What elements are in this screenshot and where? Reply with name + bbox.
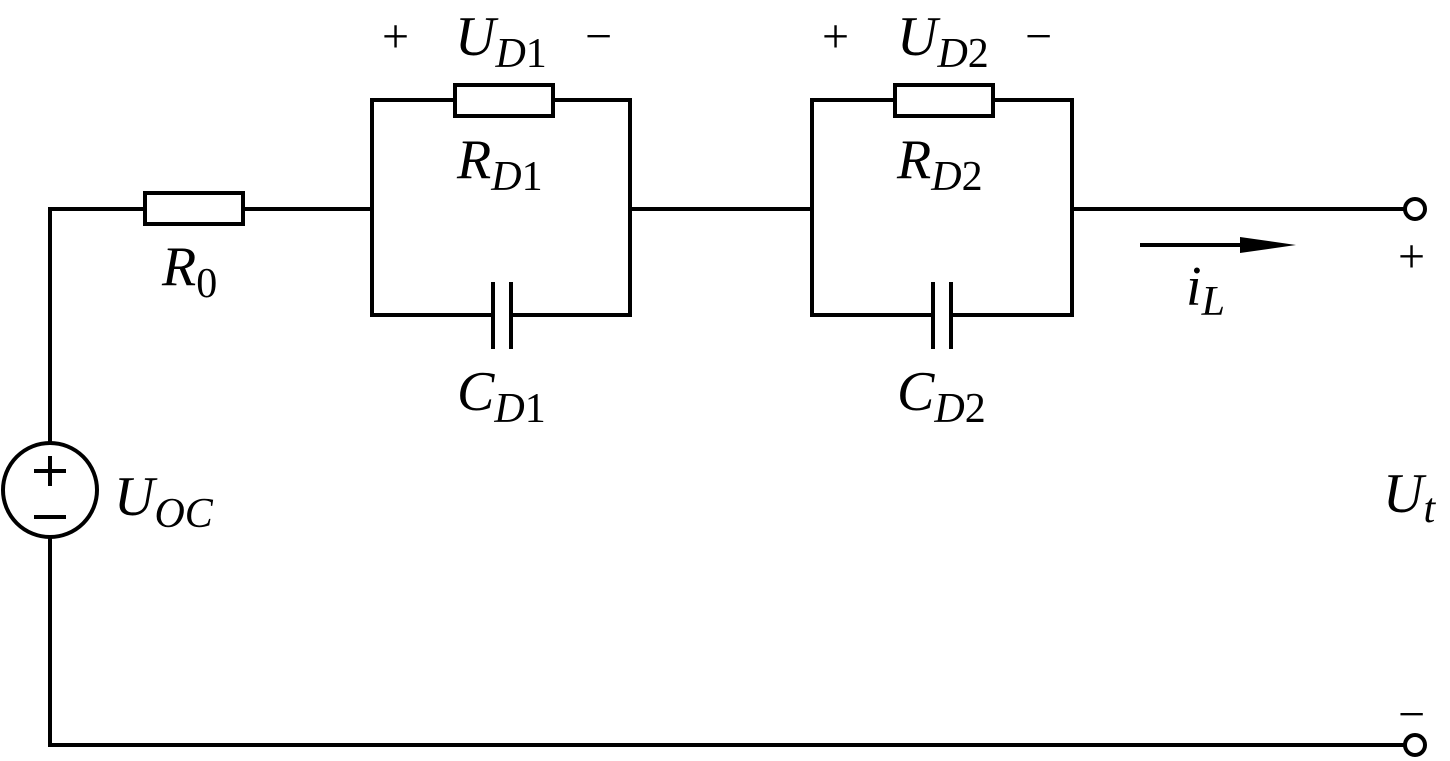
cd2-label: CD2 [897,361,986,432]
ud2-minus-sign: − [1025,10,1052,63]
ud1-label: UD1 [455,6,547,77]
r0-label: R0 [161,236,217,307]
positive-terminal [1403,197,1427,221]
rc-block-2 [810,83,1074,349]
wires [48,207,1405,747]
ud2-plus-sign: + [822,10,849,63]
resistor-rd2 [893,83,995,118]
ud1-plus-sign: + [382,10,409,63]
terminal-minus-sign: − [1398,688,1425,741]
rd1-label: RD1 [456,129,543,200]
negative-terminal [1403,733,1427,757]
current-arrow [1140,237,1296,253]
ud2-label: UD2 [897,6,989,77]
ut-label: Ut [1383,463,1436,532]
terminal-plus-sign: + [1398,230,1425,283]
rc-block-1 [370,83,632,349]
il-label: iL [1186,256,1225,325]
voltage-source-uoc [1,441,99,539]
resistor-r0 [143,191,245,226]
resistor-rd1 [453,83,555,118]
rd2-label: RD2 [896,129,983,200]
cd1-label: CD1 [457,361,546,432]
ud1-minus-sign: − [585,10,612,63]
uoc-label: UOC [114,466,214,537]
